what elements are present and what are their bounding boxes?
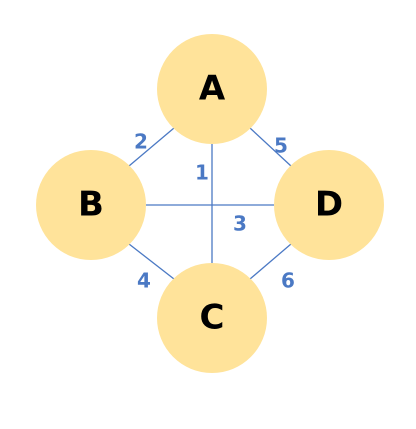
edge-c-d bbox=[249, 243, 292, 280]
nodes-layer: A B C D bbox=[36, 34, 384, 373]
node-label-a: A bbox=[199, 69, 226, 109]
edge-weight-b-c: 4 bbox=[137, 269, 151, 293]
edges-layer bbox=[128, 127, 292, 280]
edge-weight-a-d: 5 bbox=[274, 134, 288, 158]
node-a: A bbox=[157, 34, 267, 144]
node-circle-a bbox=[157, 34, 267, 144]
node-b: B bbox=[36, 150, 146, 260]
edge-a-d bbox=[249, 127, 292, 167]
node-label-d: D bbox=[315, 185, 343, 225]
node-d: D bbox=[274, 150, 384, 260]
edge-weights-layer: 1 2 3 4 5 6 bbox=[134, 130, 295, 293]
node-circle-b bbox=[36, 150, 146, 260]
node-label-b: B bbox=[78, 185, 104, 225]
edge-weight-c-d: 6 bbox=[281, 269, 295, 293]
edge-weight-a-b: 2 bbox=[134, 130, 148, 154]
node-c: C bbox=[157, 263, 267, 373]
edge-weight-b-d: 3 bbox=[233, 212, 247, 236]
node-circle-d bbox=[274, 150, 384, 260]
edge-weight-a-c: 1 bbox=[195, 161, 209, 185]
edge-b-c bbox=[128, 243, 175, 280]
edge-a-b bbox=[128, 127, 175, 167]
node-label-c: C bbox=[200, 298, 225, 338]
node-circle-c bbox=[157, 263, 267, 373]
